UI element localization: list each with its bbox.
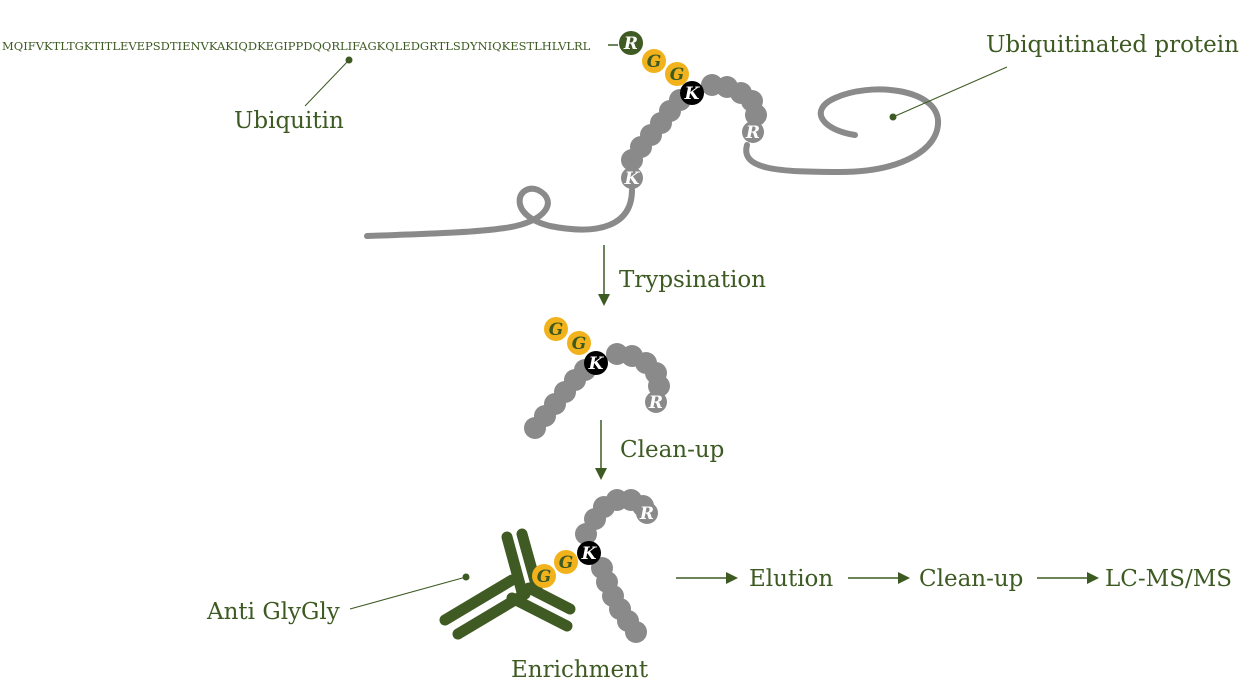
svg-text:K: K xyxy=(624,169,641,189)
residue-r-ubiquitin: R xyxy=(619,31,643,55)
ubiquitin-pointer-line xyxy=(304,59,350,107)
residue-k-modified: K xyxy=(680,81,704,105)
protein-chain-left-tail xyxy=(364,185,635,239)
peptide-residue-g-2: G xyxy=(567,331,591,355)
bound-peptide: R K G G xyxy=(532,489,658,643)
antibody-pointer-line xyxy=(349,576,467,610)
bound-residue-g-1: G xyxy=(554,550,578,574)
trypsination-arrow xyxy=(598,245,610,306)
svg-text:R: R xyxy=(745,123,760,143)
svg-text:K: K xyxy=(581,544,598,564)
elution-arrow xyxy=(676,572,738,584)
elution-label: Elution xyxy=(749,566,833,592)
bound-residue-r: R xyxy=(636,502,658,524)
svg-text:G: G xyxy=(647,52,662,72)
residue-k-internal: K xyxy=(621,167,643,189)
svg-text:K: K xyxy=(588,354,605,374)
anti-glygly-antibody xyxy=(439,528,576,640)
svg-text:R: R xyxy=(648,393,663,413)
bound-residue-k: K xyxy=(577,541,601,565)
svg-text:K: K xyxy=(684,84,701,104)
svg-text:G: G xyxy=(572,334,587,354)
cleanup-label-2: Clean-up xyxy=(919,566,1023,592)
cleanup-arrow-2 xyxy=(848,572,910,584)
svg-text:R: R xyxy=(639,504,654,524)
residue-g-1: G xyxy=(642,49,666,73)
svg-text:G: G xyxy=(537,567,552,587)
peptide-residue-k: K xyxy=(584,351,608,375)
protein-chain-right-tail xyxy=(743,86,942,176)
cleanup-arrow xyxy=(595,420,607,480)
enrichment-label: Enrichment xyxy=(511,657,649,683)
lcms-label: LC-MS/MS xyxy=(1105,566,1232,592)
protein-pointer-dot xyxy=(889,113,897,121)
cleanup-label-1: Clean-up xyxy=(620,437,724,463)
peptide-residue-r: R xyxy=(645,391,667,413)
tryptic-peptide: R K G G xyxy=(524,317,670,439)
ubiquitin-pointer-dot xyxy=(345,56,353,64)
anti-glygly-label: Anti GlyGly xyxy=(206,599,340,625)
ubiquitinated-protein-label: Ubiquitinated protein xyxy=(986,32,1239,58)
peptide-residue-g-1: G xyxy=(544,317,568,341)
residue-r-internal: R xyxy=(742,121,764,143)
bound-residue-g-2: G xyxy=(532,564,556,588)
svg-text:R: R xyxy=(623,34,638,54)
svg-text:G: G xyxy=(670,65,685,85)
svg-text:G: G xyxy=(549,320,564,340)
protein-pointer-line xyxy=(892,66,1008,118)
trypsination-label: Trypsination xyxy=(619,267,766,293)
ubiquitin-sequence: MQIFVKTLTGKTITLEVEPSDTIENVKAKIQDKEGIPPDQ… xyxy=(2,39,591,53)
antibody-pointer-dot xyxy=(462,573,470,581)
residue-g-2: G xyxy=(665,62,689,86)
svg-text:G: G xyxy=(559,553,574,573)
ubiquitinated-protein: K R K G G R xyxy=(364,31,942,239)
ubiquitin-label: Ubiquitin xyxy=(234,108,344,134)
peptide-bead-chain xyxy=(524,343,670,439)
lcms-arrow xyxy=(1037,572,1099,584)
